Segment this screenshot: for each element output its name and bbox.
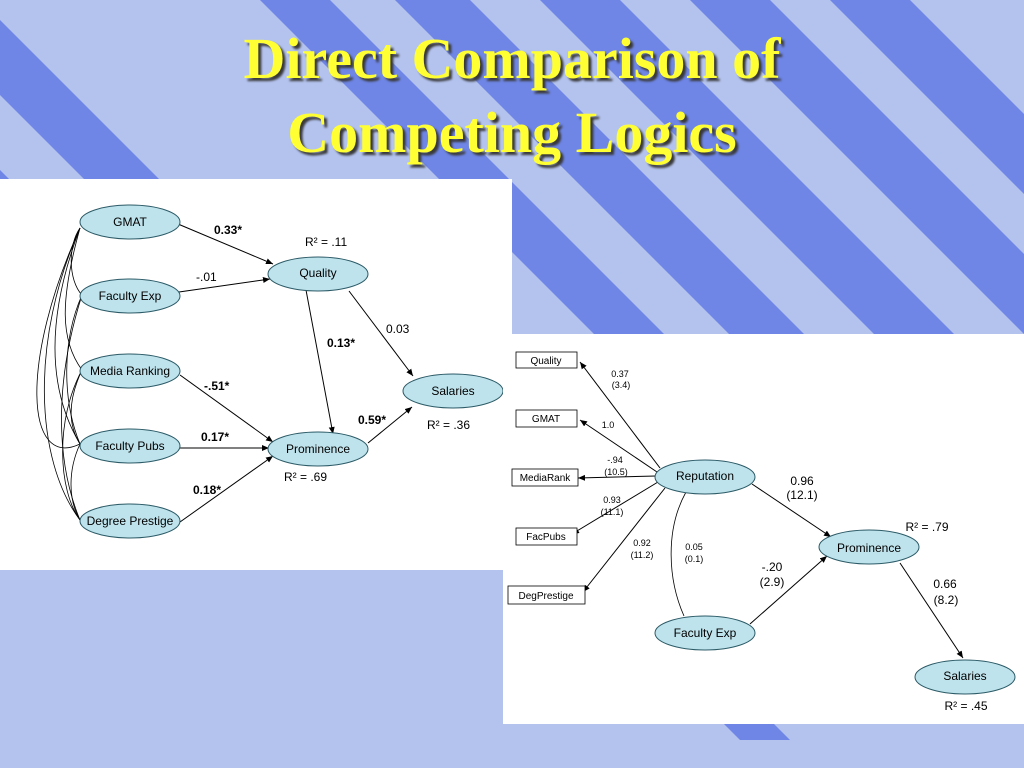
right-diagram-panel: Quality GMAT MediaRank FacPubs DegPresti… <box>503 334 1024 724</box>
slide-title-line-1: Direct Comparison of <box>243 26 781 91</box>
label-gmat: GMAT <box>113 215 147 229</box>
label-quality: Quality <box>299 266 336 280</box>
node-faculty-pubs <box>79 428 181 464</box>
label-prominence: Prominence <box>286 442 350 456</box>
arrow-prominence-salaries <box>899 562 964 659</box>
coef-load-mediarank: -.94 <box>607 455 623 465</box>
coef-media-prominence: -.51* <box>204 379 230 393</box>
r2-quality: R² = .11 <box>305 235 347 249</box>
arrow-prominence-salaries <box>367 406 413 444</box>
arrow-facexp-prominence <box>749 555 828 625</box>
label-faculty-exp: Faculty Exp <box>99 289 162 303</box>
box-degprestige <box>507 585 586 605</box>
tstat-load-facpubs: (11.1) <box>601 507 624 517</box>
box-facpubs <box>515 527 578 546</box>
right-path-diagram: Quality GMAT MediaRank FacPubs DegPresti… <box>507 351 1016 713</box>
label-salaries-right: Salaries <box>943 669 986 683</box>
arrow-rep-facpubs <box>571 481 659 535</box>
left-diagram-panel: GMAT Faculty Exp Media Ranking Faculty P… <box>0 179 512 570</box>
loading-arrows <box>571 361 964 659</box>
node-prominence <box>267 431 369 467</box>
arrow-rep-quality <box>579 361 661 469</box>
coef-gmat-quality: 0.33* <box>214 223 242 237</box>
coef-load-degprestige: 0.92 <box>633 538 651 548</box>
path-arrows <box>177 223 414 523</box>
coef-prestige-prominence: 0.18* <box>193 483 221 497</box>
node-degree-prestige <box>79 503 181 539</box>
node-prominence-right <box>818 529 920 565</box>
tstat-rep-prominence: (12.1) <box>786 488 817 502</box>
coef-facexp-quality: -.01 <box>196 270 217 284</box>
r2-prominence-right: R² = .79 <box>905 520 948 534</box>
node-salaries-right <box>914 659 1016 695</box>
coef-prominence-salaries: 0.59* <box>358 413 386 427</box>
coef-load-gmat: 1.0 <box>602 420 615 430</box>
arrow-media-prominence <box>179 374 274 443</box>
r2-prominence: R² = .69 <box>284 470 327 484</box>
arrow-facexp-quality <box>178 277 271 293</box>
r2-salaries: R² = .36 <box>427 418 470 432</box>
label-degree-prestige: Degree Prestige <box>87 514 174 528</box>
tstat-load-degprestige: (11.2) <box>631 550 654 560</box>
coef-load-quality: 0.37 <box>611 369 629 379</box>
coef-prominence-salaries-right: 0.66 <box>933 577 957 591</box>
arrow-prestige-prominence <box>179 455 274 523</box>
label-ind-mediarank: MediaRank <box>520 473 572 484</box>
node-reputation <box>654 459 756 495</box>
arrow-quality-prominence <box>305 289 335 435</box>
box-mediarank <box>511 468 579 487</box>
coef-quality-salaries: 0.03 <box>386 322 410 336</box>
coef-rep-facexp: 0.05 <box>685 542 703 552</box>
tstat-rep-facexp: (0.1) <box>685 554 704 564</box>
label-ind-gmat: GMAT <box>532 414 560 425</box>
left-path-diagram: GMAT Faculty Exp Media Ranking Faculty P… <box>36 204 504 539</box>
box-gmat <box>515 409 578 428</box>
curve-rep-facexp <box>670 491 687 617</box>
label-ind-degprestige: DegPrestige <box>518 591 573 602</box>
slide-title-line-2: Competing Logics <box>287 100 737 165</box>
label-ind-facpubs: FacPubs <box>526 532 565 543</box>
correlation-curves <box>36 227 83 521</box>
coef-load-facpubs: 0.93 <box>603 495 621 505</box>
label-faculty-pubs: Faculty Pubs <box>95 439 164 453</box>
coef-rep-prominence: 0.96 <box>790 474 814 488</box>
arrow-rep-mediarank <box>577 474 657 481</box>
coef-facexp-prominence: -.20 <box>762 560 783 574</box>
coef-quality-prominence: 0.13* <box>327 336 355 350</box>
arrow-gmat-quality <box>177 223 274 265</box>
arrow-rep-degprestige <box>582 487 666 593</box>
label-reputation: Reputation <box>676 469 734 483</box>
arrow-quality-salaries <box>348 290 414 377</box>
arrow-rep-gmat <box>579 419 658 473</box>
label-ind-quality: Quality <box>530 356 561 367</box>
coef-pubs-prominence: 0.17* <box>201 430 229 444</box>
tstat-load-quality: (3.4) <box>612 380 631 390</box>
node-quality <box>267 256 369 292</box>
label-salaries: Salaries <box>431 384 474 398</box>
label-prominence-right: Prominence <box>837 541 901 555</box>
r2-salaries-right: R² = .45 <box>944 699 987 713</box>
node-media-ranking <box>79 353 181 389</box>
tstat-facexp-prominence: (2.9) <box>760 575 785 589</box>
label-media-ranking: Media Ranking <box>90 364 170 378</box>
label-faculty-exp-right: Faculty Exp <box>674 626 737 640</box>
node-gmat <box>79 204 181 240</box>
box-quality <box>515 351 578 369</box>
tstat-prominence-salaries-right: (8.2) <box>934 593 959 607</box>
tstat-load-mediarank: (10.5) <box>604 467 628 477</box>
arrow-rep-prominence <box>751 483 832 538</box>
node-faculty-exp <box>79 278 181 314</box>
node-faculty-exp-right <box>654 615 756 651</box>
